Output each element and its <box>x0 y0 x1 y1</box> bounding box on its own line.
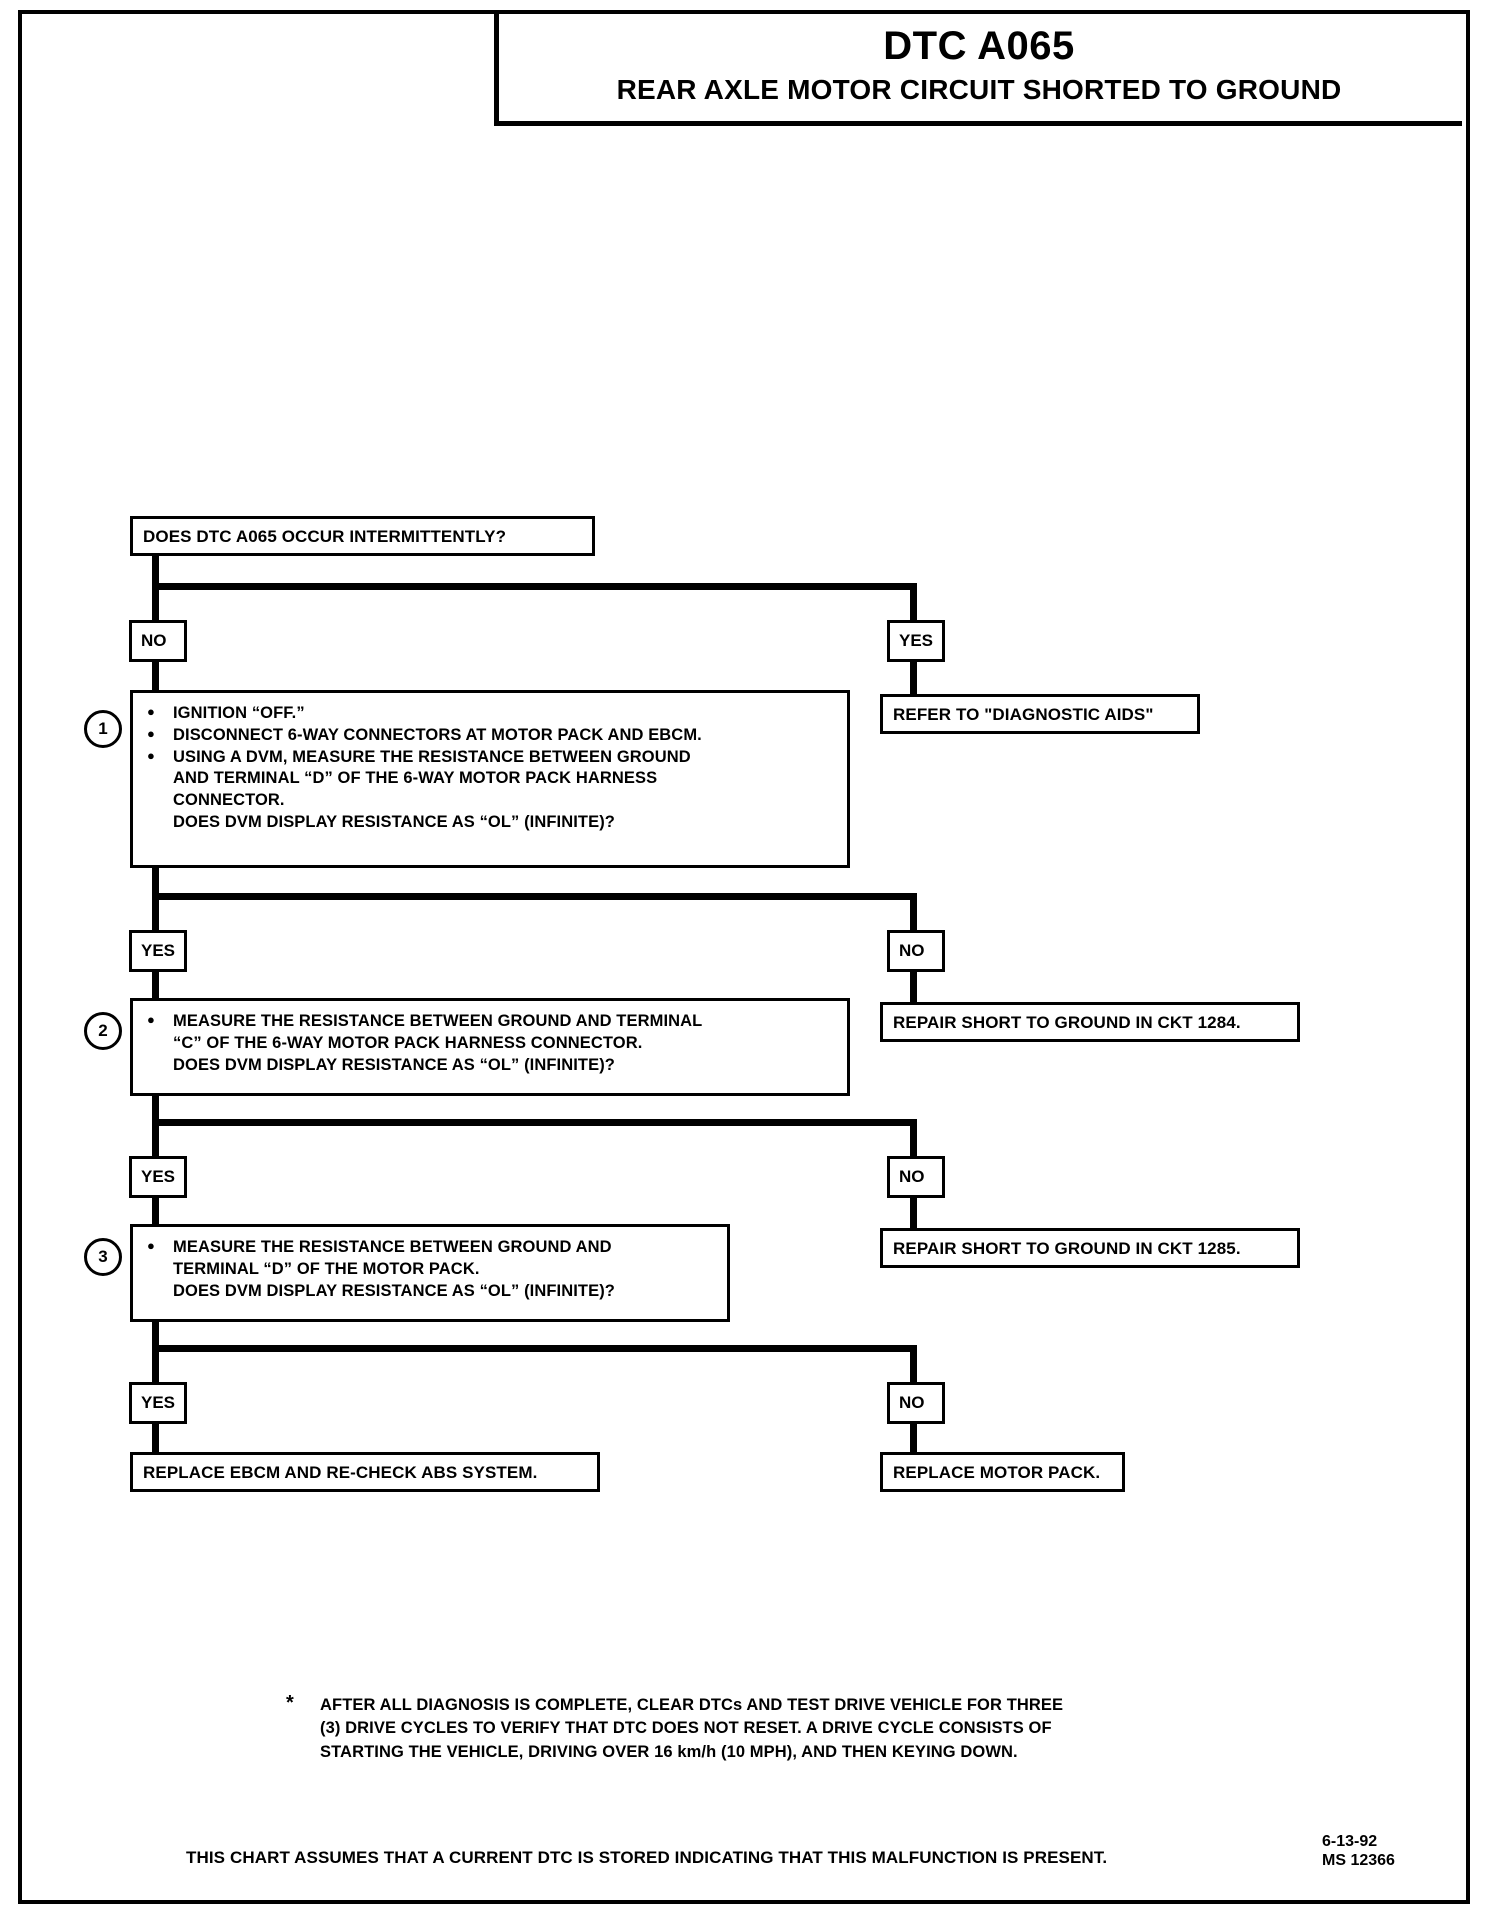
connector-yes2-to-step2 <box>152 972 159 1000</box>
branch-label-yes-3-text: YES <box>141 1167 176 1186</box>
step-1-line-3: ● USING A DVM, MEASURE THE RESISTANCE BE… <box>147 747 837 769</box>
branch-label-yes-2-text: YES <box>141 941 176 960</box>
branch-label-yes-2: YES <box>129 930 187 972</box>
connector-yes3-to-step3 <box>152 1198 159 1226</box>
branch-label-yes-1-text: YES <box>899 631 934 650</box>
connector-step3-down <box>152 1320 159 1352</box>
connector-step2-down <box>152 1094 159 1126</box>
connector-no2-to-repair1284 <box>910 972 917 1002</box>
footer-assumption: THIS CHART ASSUMES THAT A CURRENT DTC IS… <box>186 1848 1108 1867</box>
footnote-line-3: STARTING THE VEHICLE, DRIVING OVER 16 km… <box>320 1742 1018 1761</box>
step-number-1: 1 <box>84 710 122 748</box>
step-3-line-2: TERMINAL “D” OF THE MOTOR PACK. <box>173 1259 480 1278</box>
step-2-line-2: “C” OF THE 6-WAY MOTOR PACK HARNESS CONN… <box>173 1033 643 1052</box>
step-1-line-2: ● DISCONNECT 6-WAY CONNECTORS AT MOTOR P… <box>147 725 837 747</box>
result-box-diagnostic-aids: REFER TO "DIAGNOSTIC AIDS" <box>880 694 1200 734</box>
connector-step1-yes-down <box>152 893 159 930</box>
connector-step2-no-down <box>910 1119 917 1156</box>
result-repair-1285-text: REPAIR SHORT TO GROUND IN CKT 1285. <box>893 1239 1241 1258</box>
result-repair-1284-text: REPAIR SHORT TO GROUND IN CKT 1284. <box>893 1013 1241 1032</box>
branch-label-yes-4-text: YES <box>141 1393 176 1412</box>
footnote-line-1: AFTER ALL DIAGNOSIS IS COMPLETE, CLEAR D… <box>320 1696 1064 1714</box>
step-3-line-3: DOES DVM DISPLAY RESISTANCE AS “OL” (INF… <box>173 1281 615 1300</box>
question-text: DOES DTC A065 OCCUR INTERMITTENTLY? <box>143 527 507 546</box>
branch-label-yes-3: YES <box>129 1156 187 1198</box>
step-number-2: 2 <box>84 1012 122 1050</box>
page-border <box>18 10 1470 1904</box>
step-3-line-1: ● MEASURE THE RESISTANCE BETWEEN GROUND … <box>147 1237 717 1259</box>
header-title-box: DTC A065 REAR AXLE MOTOR CIRCUIT SHORTED… <box>494 14 1462 126</box>
step-3-line-1-text: MEASURE THE RESISTANCE BETWEEN GROUND AN… <box>173 1238 612 1256</box>
result-diagnostic-aids-text: REFER TO "DIAGNOSTIC AIDS" <box>893 705 1154 724</box>
step-2-line-3: DOES DVM DISPLAY RESISTANCE AS “OL” (INF… <box>173 1055 615 1074</box>
result-box-replace-ebcm: REPLACE EBCM AND RE-CHECK ABS SYSTEM. <box>130 1452 600 1492</box>
branch-label-no-1: NO <box>129 620 187 662</box>
connector-q0-down <box>152 556 159 590</box>
step-1-line-1: ● IGNITION “OFF.” <box>147 703 837 725</box>
footnote-block: AFTER ALL DIAGNOSIS IS COMPLETE, CLEAR D… <box>320 1694 1270 1764</box>
bullet-icon: ● <box>147 725 155 741</box>
result-box-repair-ckt-1285: REPAIR SHORT TO GROUND IN CKT 1285. <box>880 1228 1300 1268</box>
connector-no3-to-repair1285 <box>910 1198 917 1228</box>
branch-label-no-4-text: NO <box>899 1393 925 1412</box>
step-2-line-1-text: MEASURE THE RESISTANCE BETWEEN GROUND AN… <box>173 1012 703 1030</box>
step-2-line-1: ● MEASURE THE RESISTANCE BETWEEN GROUND … <box>147 1011 837 1033</box>
step-box-2: ● MEASURE THE RESISTANCE BETWEEN GROUND … <box>130 998 850 1096</box>
step-1-line-1-text: IGNITION “OFF.” <box>173 704 305 722</box>
connector-q0-no-down <box>152 583 159 620</box>
bullet-icon: ● <box>147 747 155 763</box>
connector-step2-split <box>152 1119 917 1126</box>
page-title: DTC A065 <box>883 24 1075 68</box>
connector-no4-to-replace-motor-pack <box>910 1424 917 1454</box>
step-number-3: 3 <box>84 1238 122 1276</box>
step-box-1: ● IGNITION “OFF.” ● DISCONNECT 6-WAY CON… <box>130 690 850 868</box>
step-number-3-text: 3 <box>98 1247 108 1266</box>
connector-step1-no-down <box>910 893 917 930</box>
document-number: MS 12366 <box>1322 1851 1395 1869</box>
branch-label-yes-1: YES <box>887 620 945 662</box>
connector-q0-yes-down <box>910 583 917 620</box>
branch-label-yes-4: YES <box>129 1382 187 1424</box>
step-box-3: ● MEASURE THE RESISTANCE BETWEEN GROUND … <box>130 1224 730 1322</box>
document-date: 6-13-92 <box>1322 1833 1378 1850</box>
connector-step1-split <box>152 893 917 900</box>
step-1-line-4: AND TERMINAL “D” OF THE 6-WAY MOTOR PACK… <box>173 769 658 788</box>
document-meta: 6-13-92 MS 12366 <box>1322 1833 1395 1871</box>
step-1-line-3-text: USING A DVM, MEASURE THE RESISTANCE BETW… <box>173 747 691 766</box>
connector-step3-split <box>152 1345 917 1352</box>
result-box-repair-ckt-1284: REPAIR SHORT TO GROUND IN CKT 1284. <box>880 1002 1300 1042</box>
result-box-replace-motor-pack: REPLACE MOTOR PACK. <box>880 1452 1125 1492</box>
connector-step2-yes-down <box>152 1119 159 1156</box>
branch-label-no-1-text: NO <box>141 631 167 650</box>
page-subtitle: REAR AXLE MOTOR CIRCUIT SHORTED TO GROUN… <box>616 74 1342 105</box>
connector-yes1-to-aids <box>910 662 917 694</box>
question-box-intermittent: DOES DTC A065 OCCUR INTERMITTENTLY? <box>130 516 595 556</box>
bullet-icon: ● <box>147 1238 155 1253</box>
bullet-icon: ● <box>147 704 155 719</box>
result-replace-motor-pack-text: REPLACE MOTOR PACK. <box>893 1463 1101 1482</box>
bullet-icon: ● <box>147 1012 155 1027</box>
result-replace-ebcm-text: REPLACE EBCM AND RE-CHECK ABS SYSTEM. <box>143 1463 538 1482</box>
connector-q0-split <box>152 583 917 590</box>
connector-yes4-to-replace-ebcm <box>152 1424 159 1454</box>
step-1-line-5: CONNECTOR. <box>173 791 285 810</box>
footnote-line-2: (3) DRIVE CYCLES TO VERIFY THAT DTC DOES… <box>320 1719 1052 1738</box>
branch-label-no-3: NO <box>887 1156 945 1198</box>
branch-label-no-4: NO <box>887 1382 945 1424</box>
connector-no1-to-step1 <box>152 662 159 692</box>
connector-step3-yes-down <box>152 1345 159 1382</box>
branch-label-no-3-text: NO <box>899 1167 925 1186</box>
connector-step1-down <box>152 866 159 900</box>
footnote-marker: * <box>286 1692 294 1714</box>
step-number-1-text: 1 <box>98 719 108 738</box>
connector-step3-no-down <box>910 1345 917 1382</box>
step-1-line-6: DOES DVM DISPLAY RESISTANCE AS “OL” (INF… <box>173 812 615 831</box>
branch-label-no-2: NO <box>887 930 945 972</box>
branch-label-no-2-text: NO <box>899 941 925 960</box>
step-number-2-text: 2 <box>98 1021 108 1040</box>
step-1-line-2-text: DISCONNECT 6-WAY CONNECTORS AT MOTOR PAC… <box>173 725 702 744</box>
